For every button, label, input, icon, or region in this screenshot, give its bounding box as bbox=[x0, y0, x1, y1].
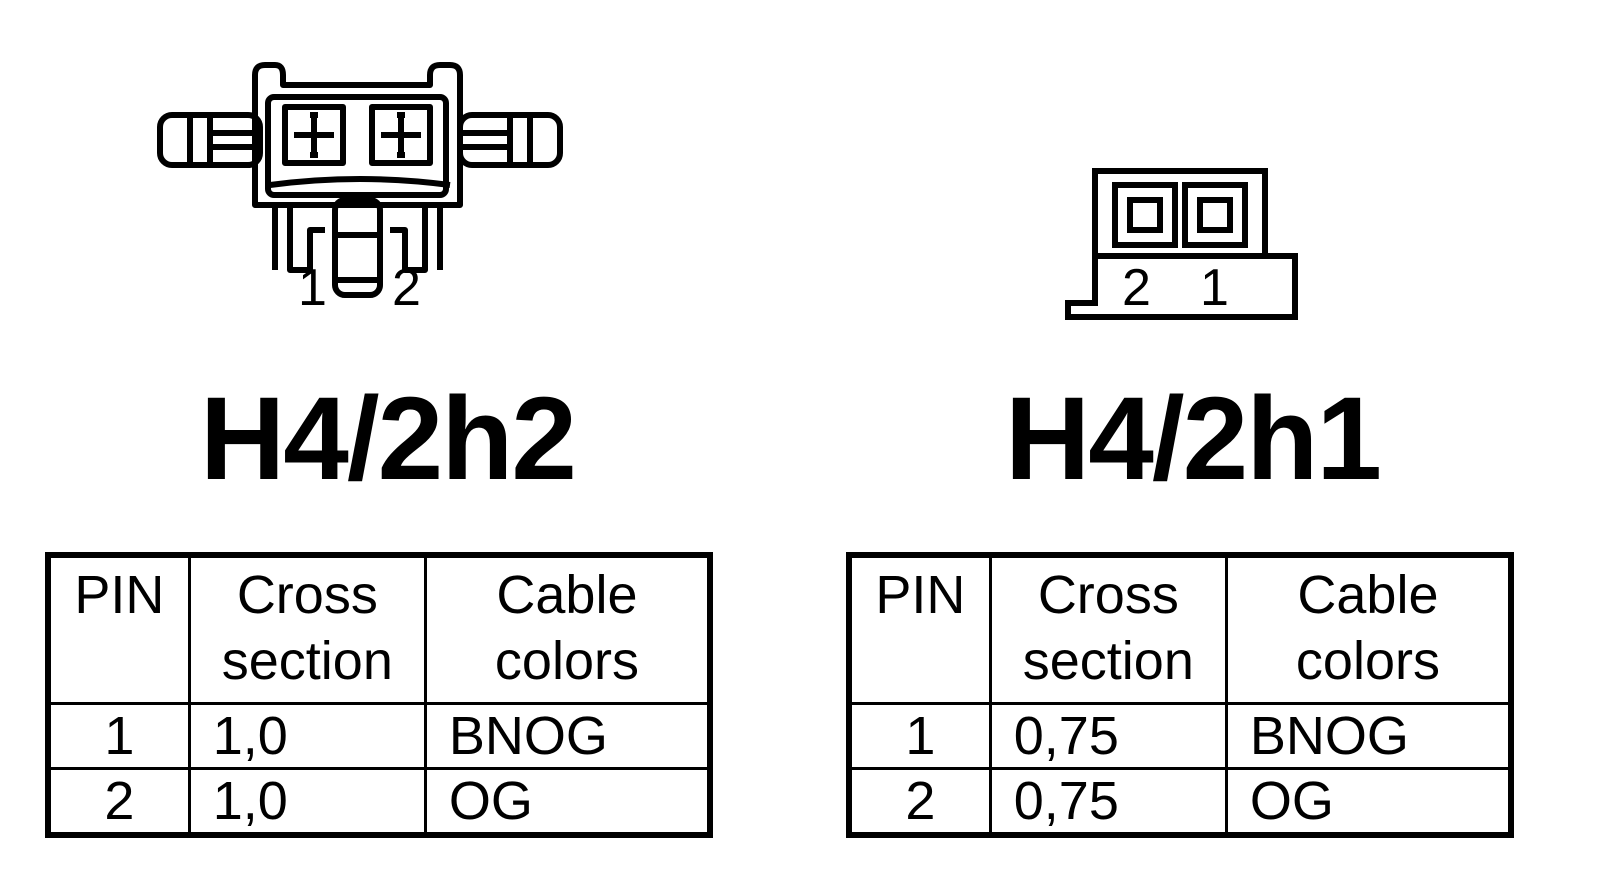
table-row: 1 1,0 BNOG bbox=[46, 702, 712, 770]
table-row: 1 0,75 BNOG bbox=[847, 702, 1513, 770]
cross-section-cell: 1,0 bbox=[187, 702, 427, 770]
pin-table-h4-2h1: PIN Cross section Cable colors 1 0,75 BN… bbox=[846, 552, 1514, 838]
header-cross-section: Cross section bbox=[988, 553, 1228, 705]
cross-section-cell: 1,0 bbox=[187, 767, 427, 837]
pin-table-h4-2h2: PIN Cross section Cable colors 1 1,0 BNO… bbox=[45, 552, 713, 838]
header-cable-colors: Cable colors bbox=[1224, 553, 1513, 705]
connector-h4-2h2-drawing bbox=[157, 62, 563, 298]
cross-section-cell: 0,75 bbox=[988, 767, 1228, 837]
cable-colors-cell: BNOG bbox=[423, 702, 712, 770]
connector-h4-2h2-title: H4/2h2 bbox=[200, 373, 577, 505]
header-cable-colors: Cable colors bbox=[423, 553, 712, 705]
pin-cell: 2 bbox=[847, 767, 992, 837]
cable-colors-cell: OG bbox=[423, 767, 712, 837]
table-row: 2 0,75 OG bbox=[847, 767, 1513, 837]
table-row: 2 1,0 OG bbox=[46, 767, 712, 837]
cable-colors-cell: OG bbox=[1224, 767, 1513, 837]
connector-h4-2h1-title: H4/2h1 bbox=[1005, 373, 1382, 505]
connector-h4-2h2-pin-label-1: 1 bbox=[298, 259, 327, 317]
connector-h4-2h2-pin-label-2: 2 bbox=[392, 259, 421, 317]
pin-cell: 2 bbox=[46, 767, 191, 837]
header-pin: PIN bbox=[847, 553, 992, 705]
connector-h4-2h1-pin-label-1: 1 bbox=[1200, 259, 1229, 317]
pin-cell: 1 bbox=[847, 702, 992, 770]
cross-section-cell: 0,75 bbox=[988, 702, 1228, 770]
cable-colors-cell: BNOG bbox=[1224, 702, 1513, 770]
header-pin: PIN bbox=[46, 553, 191, 705]
table-header-row: PIN Cross section Cable colors bbox=[46, 553, 712, 705]
connector-h4-2h1-drawing bbox=[1065, 168, 1298, 320]
pin-cell: 1 bbox=[46, 702, 191, 770]
connector-h4-2h1-pin-label-2: 2 bbox=[1122, 259, 1151, 317]
table-header-row: PIN Cross section Cable colors bbox=[847, 553, 1513, 705]
header-cross-section: Cross section bbox=[187, 553, 427, 705]
